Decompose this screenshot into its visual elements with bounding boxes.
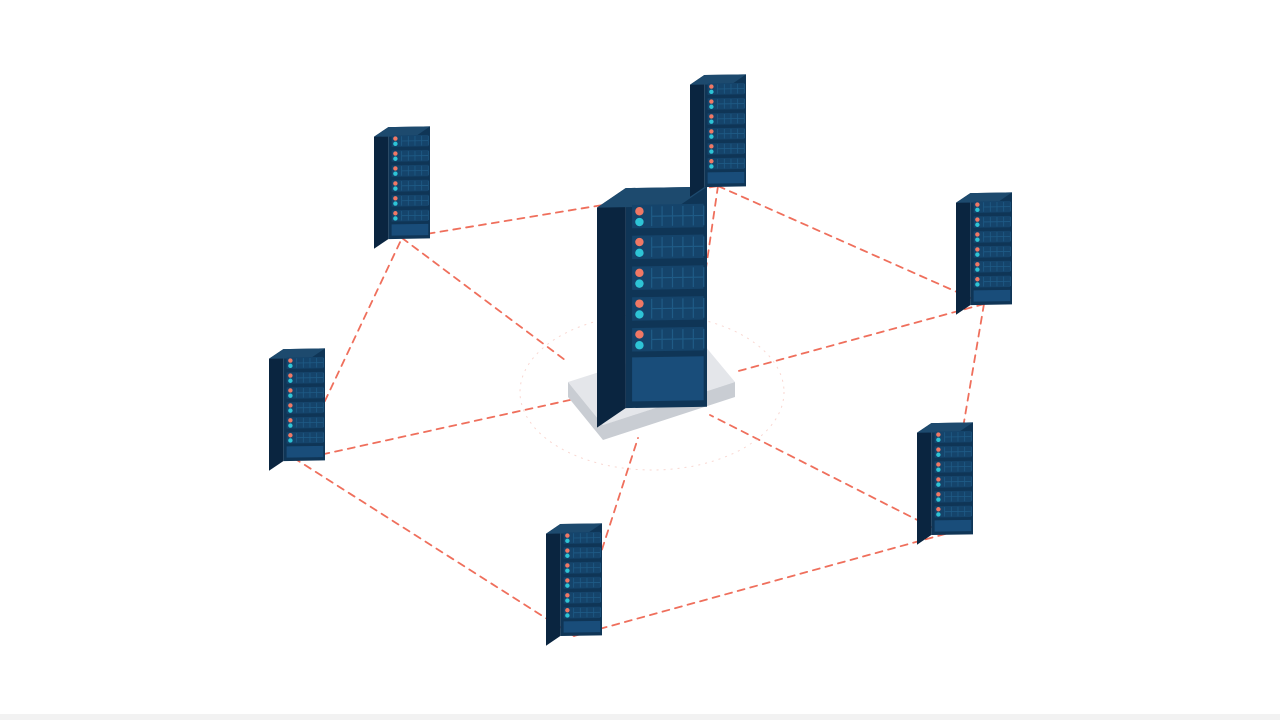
link-server-bottom-right-to-server-bottom xyxy=(573,533,946,637)
link-server-top-left-to-central-server xyxy=(401,237,566,361)
server-top-left-server-rack-icon xyxy=(374,126,430,249)
link-server-left-to-central-server xyxy=(296,399,571,461)
central-halo xyxy=(519,313,785,471)
bottom-divider xyxy=(0,714,1280,720)
server-left-server-rack-icon xyxy=(269,348,325,471)
link-server-top-to-server-right xyxy=(717,185,985,305)
halo-ring xyxy=(519,313,785,471)
link-server-bottom-right-to-central-server xyxy=(709,414,946,535)
link-server-right-to-central-server xyxy=(734,303,985,373)
link-server-bottom-to-central-server xyxy=(573,437,639,637)
server-top-server-rack-icon xyxy=(690,74,746,197)
server-right-server-rack-icon xyxy=(956,192,1012,315)
network-nodes xyxy=(269,74,1012,646)
server-bottom-right-server-rack-icon xyxy=(917,422,973,545)
link-server-bottom-to-server-left xyxy=(296,459,575,637)
server-bottom-server-rack-icon xyxy=(546,523,602,646)
central-server-server-rack-icon xyxy=(597,186,707,428)
link-server-top-to-central-server xyxy=(705,185,719,269)
